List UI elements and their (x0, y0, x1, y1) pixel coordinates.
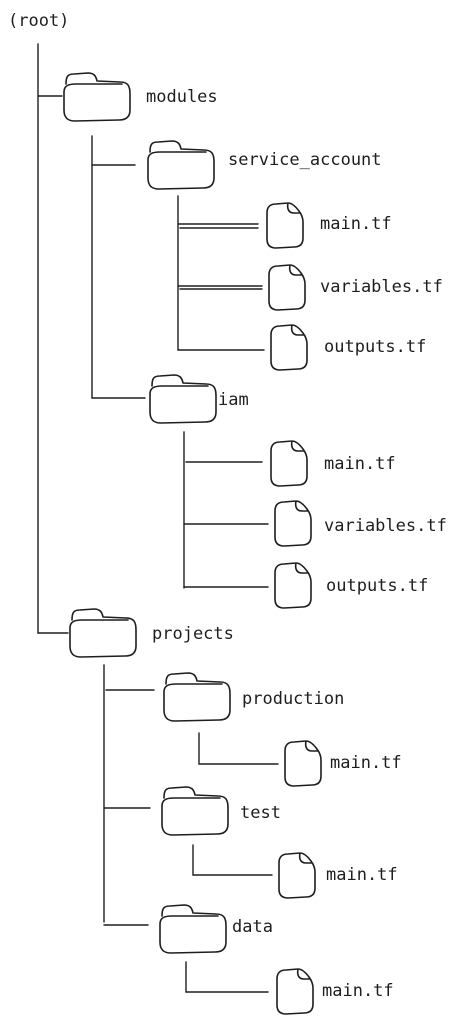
connector-sa-variables (177, 285, 263, 290)
folder-icon (147, 140, 215, 190)
folder-icon (163, 672, 231, 722)
node-label: variables.tf (320, 277, 443, 297)
file-node: outputs.tf (270, 324, 426, 371)
file-node: main.tf (284, 740, 402, 787)
folder-node: projects (69, 608, 234, 658)
file-node: variables.tf (274, 500, 447, 547)
folder-node: test (161, 786, 281, 836)
folder-icon (63, 72, 131, 122)
node-label: main.tf (322, 981, 394, 1001)
connector-data-main (185, 961, 269, 993)
folder-icon (161, 786, 229, 836)
node-label: main.tf (326, 865, 398, 885)
file-node: main.tf (276, 968, 394, 1015)
node-label: modules (146, 87, 218, 107)
node-label: outputs.tf (326, 576, 428, 596)
folder-icon (69, 608, 137, 658)
node-label: data (232, 917, 273, 937)
folder-icon (149, 374, 217, 424)
connector-test-main (192, 844, 273, 876)
connector-sa-main (177, 223, 259, 229)
file-icon (284, 740, 322, 787)
folder-node: data (159, 904, 273, 954)
file-icon (266, 202, 304, 249)
file-node: main.tf (278, 852, 398, 899)
file-icon (274, 500, 312, 547)
file-icon (268, 264, 306, 311)
node-label: main.tf (330, 753, 402, 773)
node-label: service_account (228, 150, 382, 170)
folder-node: iam (149, 374, 249, 424)
node-label: production (242, 689, 344, 709)
folder-icon (159, 904, 227, 954)
node-label: projects (152, 624, 234, 644)
file-icon (276, 968, 314, 1015)
file-node: main.tf (270, 440, 396, 487)
file-icon (270, 324, 308, 371)
file-icon (278, 852, 316, 899)
folder-node: service_account (147, 140, 382, 190)
file-icon (274, 562, 312, 609)
node-label: iam (218, 390, 249, 410)
connector-production-main (198, 732, 279, 765)
folder-node: production (163, 672, 344, 722)
node-label: test (240, 803, 281, 823)
root-label: (root) (8, 11, 69, 31)
file-node: main.tf (266, 202, 392, 249)
folder-node: modules (63, 72, 218, 122)
node-label: outputs.tf (324, 337, 426, 357)
node-label: main.tf (320, 214, 392, 234)
tree-connectors (37, 43, 279, 993)
tree-nodes: modules service_account main.tf variables.t… (63, 72, 447, 1015)
node-label: main.tf (324, 454, 396, 474)
file-node: variables.tf (268, 264, 443, 311)
file-node: outputs.tf (274, 562, 428, 609)
node-label: variables.tf (324, 516, 447, 536)
file-icon (270, 440, 308, 487)
